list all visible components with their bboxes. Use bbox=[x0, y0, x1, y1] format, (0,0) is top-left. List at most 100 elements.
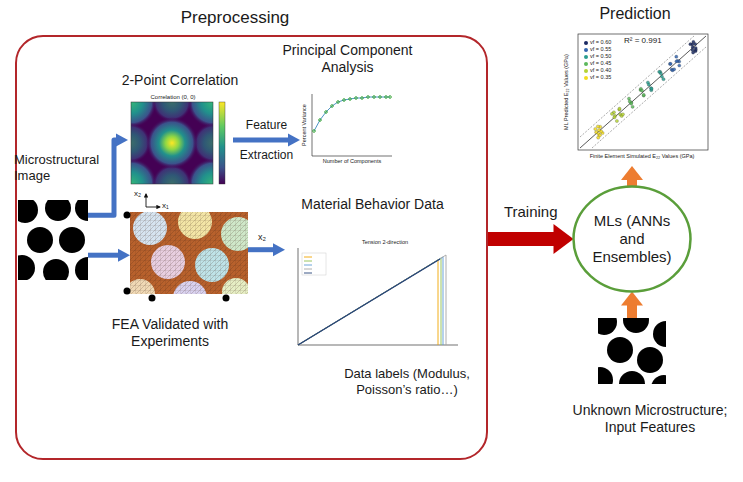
heatmap-node: 2-Point Correlation bbox=[128, 94, 233, 186]
scatter-point bbox=[642, 93, 645, 96]
arrow-head bbox=[621, 292, 643, 306]
correlation-heatmap bbox=[105, 76, 239, 210]
pca-point bbox=[331, 105, 334, 108]
node-heading: Material Behavior Data bbox=[300, 196, 445, 213]
legend-text: vf = 0.45 bbox=[590, 60, 622, 67]
chart-label: Number of Components bbox=[312, 158, 392, 165]
legend-text: vf = 0.50 bbox=[590, 53, 622, 60]
pca-point bbox=[373, 96, 376, 99]
flow-arrow bbox=[88, 249, 130, 262]
arrow-shaft bbox=[233, 138, 289, 143]
arrow-shaft bbox=[248, 247, 274, 252]
scatter-point bbox=[694, 46, 697, 49]
scatter-point bbox=[669, 62, 672, 65]
flow-arrow bbox=[488, 224, 574, 254]
node-heading: FEA Validated with Experiments bbox=[95, 316, 245, 350]
pca-point bbox=[349, 98, 352, 101]
legend-swatch bbox=[584, 69, 588, 73]
scatter-point bbox=[621, 113, 624, 116]
scatter-point bbox=[675, 60, 678, 63]
arrow-head bbox=[118, 249, 130, 262]
pca-point bbox=[337, 101, 340, 104]
legend-swatch bbox=[584, 41, 588, 45]
node-heading: Unknown Microstructure; Input Features bbox=[561, 402, 739, 436]
scatter-point bbox=[668, 62, 671, 65]
scatter-point bbox=[646, 81, 649, 84]
prediction-node: Prediction bbox=[558, 28, 713, 166]
scatter-point bbox=[598, 134, 601, 137]
node-heading: MLs (ANNs and Ensembles) bbox=[584, 212, 680, 266]
chart-label: Tension 2-direction bbox=[330, 239, 440, 246]
arrow-head bbox=[554, 224, 574, 254]
pca-point bbox=[355, 97, 358, 100]
node-heading: Principal Component Analysis bbox=[280, 42, 415, 76]
scatter-point bbox=[640, 89, 643, 92]
unknown-microstructure-image bbox=[598, 318, 666, 384]
flow-arrow bbox=[248, 243, 285, 256]
edge-label: Feature Extraction bbox=[234, 110, 300, 170]
legend-swatch bbox=[584, 55, 588, 59]
chart-label: R² = 0.991 bbox=[624, 36, 674, 46]
node-heading: 2-Point Correlation bbox=[112, 72, 248, 89]
pca-point bbox=[313, 130, 316, 133]
input-node: Unknown Microstructure; Input Features bbox=[598, 318, 666, 384]
scatter-point bbox=[694, 42, 697, 45]
data-node: Material Behavior DataData labels (Modul… bbox=[285, 238, 465, 356]
image-node: Microstructural Image bbox=[18, 200, 88, 280]
arrow-head bbox=[288, 134, 300, 147]
pca-point bbox=[343, 99, 346, 102]
pca-point bbox=[367, 96, 370, 99]
node-note: Data labels (Modulus, Poisson’s ratio…) bbox=[332, 366, 482, 397]
scatter-point bbox=[642, 94, 645, 97]
scatter-point bbox=[631, 105, 634, 108]
edge-label: Training bbox=[491, 203, 571, 221]
scatter-point bbox=[689, 43, 692, 46]
pca-chart bbox=[300, 90, 395, 170]
legend-text: vf = 0.35 bbox=[590, 74, 622, 81]
arrow-shaft bbox=[627, 305, 637, 319]
chart-label: x₂ bbox=[258, 232, 274, 243]
legend-text: vf = 0.60 bbox=[590, 39, 622, 46]
pca-point bbox=[379, 96, 382, 99]
arrow-head bbox=[621, 166, 643, 180]
scatter-point bbox=[613, 116, 616, 119]
chart-label: x₂ bbox=[134, 189, 146, 199]
scatter-point bbox=[594, 127, 597, 130]
flow-arrow bbox=[88, 134, 128, 216]
scatter-point bbox=[675, 55, 678, 58]
scatter-point bbox=[596, 125, 599, 128]
scatter-point bbox=[610, 112, 613, 115]
arrow-shaft bbox=[88, 253, 119, 258]
scatter-point bbox=[678, 64, 681, 67]
fea-mesh-image bbox=[124, 194, 256, 315]
scatter-point bbox=[615, 119, 618, 122]
scatter-point bbox=[628, 100, 631, 103]
scatter-point bbox=[627, 97, 630, 100]
axis-label: ML Predicted E₂₂ Values (GPa) bbox=[562, 37, 570, 147]
axis-label: Percent Variance bbox=[300, 95, 308, 155]
legend-swatch bbox=[584, 48, 588, 52]
scatter-point bbox=[658, 70, 661, 73]
fea-node: FEA Validated with Experiments bbox=[130, 212, 248, 294]
circle-shape bbox=[574, 187, 691, 292]
scatter-point bbox=[673, 68, 676, 71]
legend-text: vf = 0.40 bbox=[590, 67, 622, 74]
arrow-shaft bbox=[488, 232, 555, 246]
scatter-point bbox=[660, 75, 663, 78]
legend-swatch bbox=[584, 76, 588, 80]
flow-arrow bbox=[233, 134, 300, 147]
flow-arrow bbox=[621, 292, 643, 319]
preprocessing-group: PreprocessingMicrostructural Image2-Poin… bbox=[15, 35, 488, 460]
legend-swatch bbox=[584, 62, 588, 66]
scatter-point bbox=[650, 87, 653, 90]
pca-point bbox=[325, 111, 328, 114]
model-circle: MLs (ANNs and Ensembles) bbox=[572, 185, 692, 293]
pca-point bbox=[385, 96, 388, 99]
chart-label: Finite Element Simulated E₂₂ Values (GPa… bbox=[572, 153, 712, 160]
scatter-point bbox=[618, 108, 621, 111]
node-heading: Prediction bbox=[590, 4, 680, 23]
scatter-point bbox=[692, 51, 695, 54]
pca-point bbox=[319, 119, 322, 122]
arrow-shaft bbox=[88, 140, 117, 215]
